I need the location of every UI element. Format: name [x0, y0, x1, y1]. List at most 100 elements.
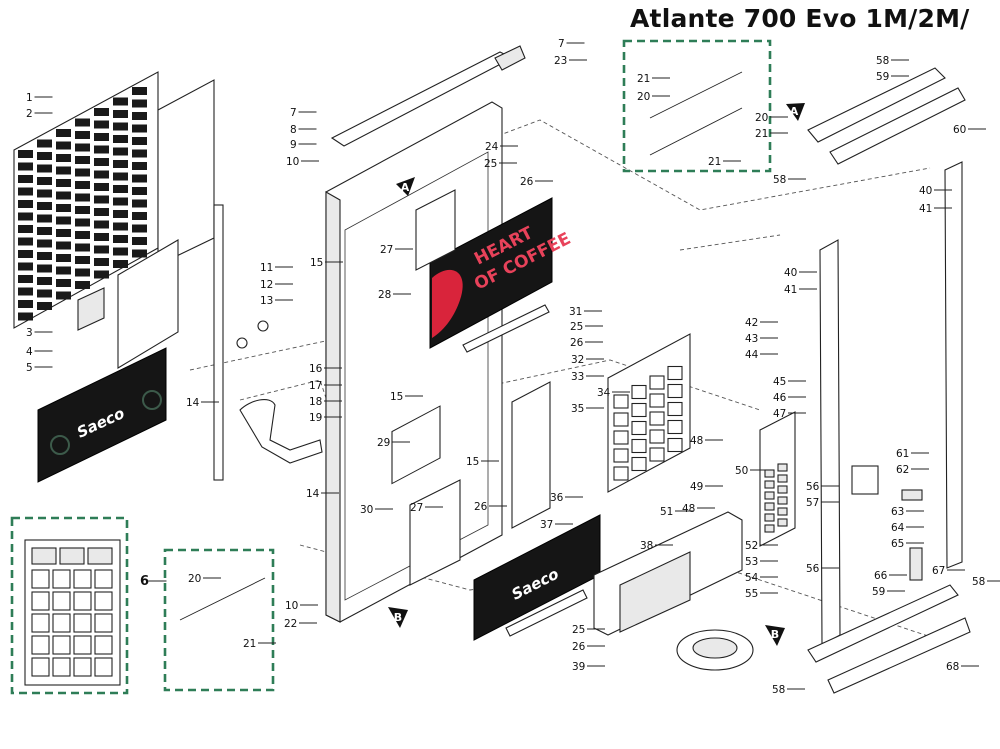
- label-cell: [113, 97, 128, 106]
- label-cell: [37, 214, 52, 223]
- label-cell: [56, 166, 71, 175]
- keypad-key: [667, 437, 683, 453]
- label-cell: [113, 197, 128, 206]
- label-cell: [113, 110, 128, 118]
- label-cell: [37, 202, 52, 210]
- label-cell: [56, 179, 71, 187]
- part-label: 21: [243, 638, 256, 650]
- label-cell: [94, 258, 109, 266]
- keypad-key: [94, 569, 113, 589]
- label-cell: [18, 187, 33, 196]
- part-label: 66: [874, 570, 888, 582]
- part-label: 25: [484, 158, 497, 170]
- kit-box-keypad: [10, 516, 129, 695]
- label-sheet-panel: [117, 239, 179, 369]
- part-label: 55: [745, 588, 758, 600]
- part-label: 53: [745, 556, 758, 568]
- marker-a-top-left: A: [396, 177, 415, 196]
- part-label: 13: [260, 295, 273, 307]
- part-label: 59: [872, 586, 885, 598]
- lower-window-plate: [409, 479, 461, 586]
- part-label: 26: [520, 176, 534, 188]
- strip-box: [179, 577, 266, 621]
- label-cell: [56, 291, 71, 300]
- label-cell: [18, 300, 33, 308]
- label-cell: [18, 275, 33, 283]
- part-label: 11: [260, 262, 273, 274]
- part-label: 49: [690, 481, 703, 493]
- keypad-key: [31, 635, 50, 655]
- part-label: 50: [735, 465, 748, 477]
- label-cell: [37, 289, 52, 298]
- label-cell: [18, 162, 33, 171]
- label-cell: [132, 149, 147, 158]
- part-label: 58: [972, 576, 985, 588]
- label-cell: [56, 229, 71, 237]
- label-cell: [56, 141, 71, 150]
- label-cell: [113, 260, 128, 268]
- part-label: 14: [186, 397, 200, 409]
- label-cell: [132, 112, 147, 120]
- svg-text:A: A: [790, 105, 799, 118]
- label-cell: [94, 145, 109, 154]
- panel-key: [777, 496, 788, 505]
- part-label: 32: [571, 354, 584, 366]
- keypad-key: [667, 419, 683, 435]
- keypad-key: [631, 402, 647, 418]
- keypad-key: [649, 429, 665, 444]
- keypad-key: [31, 591, 50, 611]
- part-label: 23: [554, 55, 567, 67]
- label-cell: [75, 281, 90, 289]
- panel-key: [764, 491, 775, 500]
- label-cell: [18, 212, 33, 221]
- part-label: 27: [380, 244, 393, 256]
- part-label: 60: [953, 124, 966, 136]
- drip-tray: [676, 629, 754, 671]
- lock-cylinder: [901, 489, 923, 501]
- part-label: 34: [597, 387, 611, 399]
- strip-top-2: [649, 107, 743, 156]
- keypad-key: [649, 375, 665, 390]
- part-label: 28: [378, 289, 391, 301]
- part-label: 57: [806, 497, 819, 509]
- strip-top-1: [649, 71, 743, 119]
- part-label: 20: [755, 112, 768, 124]
- label-cell: [132, 249, 147, 258]
- instruction-sticker: [77, 287, 105, 331]
- label-cell: [75, 168, 90, 177]
- label-cell: [132, 124, 147, 133]
- label-cell: [56, 204, 71, 212]
- part-label: 64: [891, 522, 905, 534]
- keypad-key: [631, 456, 647, 472]
- part-label: 44: [745, 349, 759, 361]
- keypad-key: [94, 657, 113, 677]
- label-cell: [37, 239, 52, 248]
- label-cell: [132, 137, 147, 145]
- label-cell: [37, 302, 52, 310]
- keypad-key: [52, 569, 71, 589]
- label-cell: [75, 143, 90, 152]
- panel-key: [764, 524, 775, 533]
- part-label: 7: [558, 38, 565, 50]
- label-cell: [113, 122, 128, 131]
- panel-key: [777, 485, 788, 494]
- label-cell: [18, 150, 33, 158]
- bushing: [236, 337, 248, 349]
- label-cell: [18, 225, 33, 233]
- part-label: 38: [640, 540, 653, 552]
- panel-key: [777, 518, 788, 527]
- heart-of-coffee-panel: HEART OF COFFEE: [429, 197, 574, 349]
- label-cell: [18, 262, 33, 271]
- label-cell: [94, 158, 109, 166]
- svg-text:B: B: [394, 611, 402, 624]
- label-cell: [113, 247, 128, 256]
- keypad-key: [94, 591, 113, 611]
- part-label: 58: [773, 174, 786, 186]
- label-cell: [94, 233, 109, 241]
- label-cell: [94, 108, 109, 116]
- part-label: 42: [745, 317, 758, 329]
- part-label: 20: [188, 573, 201, 585]
- lock-plate: [851, 465, 879, 495]
- keypad-key: [649, 411, 665, 426]
